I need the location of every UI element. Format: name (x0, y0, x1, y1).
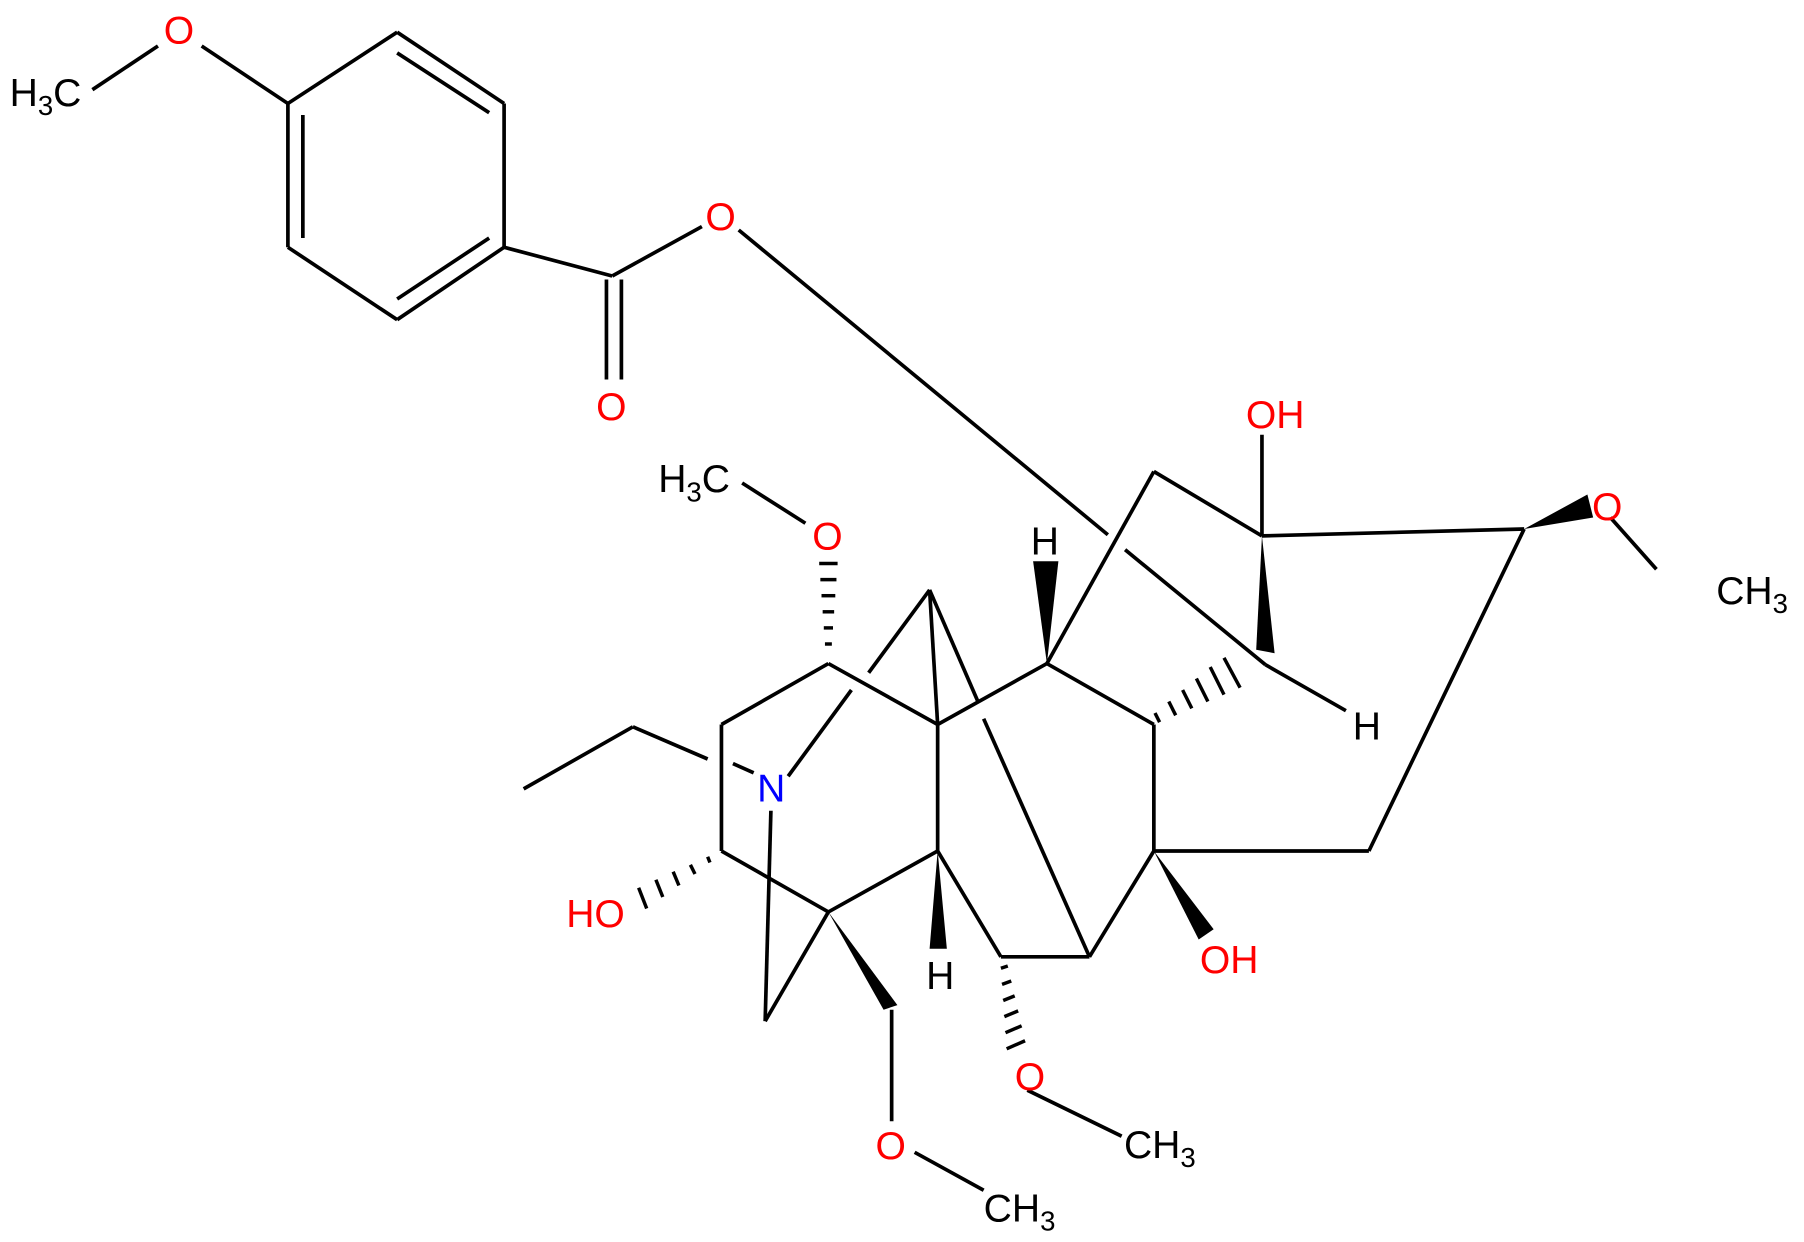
anisoyl-ring (91, 30, 1110, 537)
label-hydrogen-right: H (1353, 705, 1381, 748)
atom-labels: H3C O O O OH O CH3 H H H3C O N HO H OH O… (10, 10, 1788, 1237)
label-hydroxyl-right: OH (1200, 939, 1259, 982)
stereo-hashes (637, 561, 1242, 1051)
label-methoxymethyl-oxygen: O (876, 1125, 906, 1168)
label-methoxy-bottom-carbon: CH3 (1124, 1124, 1196, 1173)
core-skeleton (522, 469, 1526, 1023)
stereo-wedges (741, 434, 1658, 1192)
label-methoxy-right-oxygen: O (1592, 486, 1622, 529)
label-methoxy-aryl-oxygen: O (164, 10, 194, 53)
label-methoxy-right-carbon: CH3 (1716, 570, 1788, 619)
label-methoxy-aryl-carbon: H3C (10, 72, 82, 121)
label-methoxymethyl-carbon: CH3 (984, 1187, 1056, 1236)
label-hydrogen-bottom: H (926, 955, 954, 998)
label-ester-oxygen: O (705, 196, 735, 239)
label-hydroxyl-left: HO (566, 893, 625, 936)
label-hydroxyl-top: OH (1246, 394, 1305, 437)
label-methoxy-left-carbon: H3C (658, 458, 730, 507)
label-carbonyl-oxygen: O (596, 386, 626, 429)
label-hydrogen-top: H (1031, 520, 1059, 563)
label-nitrogen: N (757, 768, 785, 811)
label-methoxy-bottom-oxygen: O (1015, 1056, 1045, 1099)
label-methoxy-left-oxygen: O (812, 516, 842, 559)
